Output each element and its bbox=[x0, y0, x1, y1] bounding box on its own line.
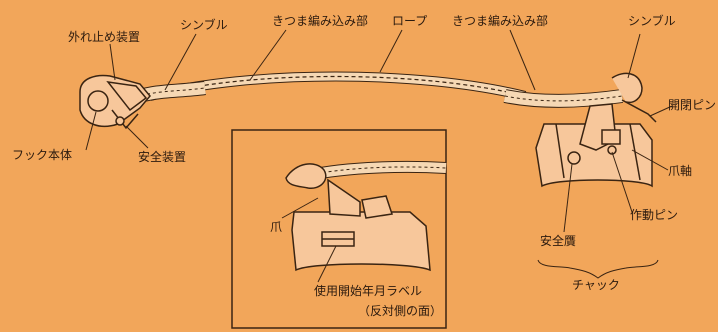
inset-chuck bbox=[285, 163, 431, 272]
label-hook-body: フック本体 bbox=[12, 148, 73, 162]
left-hook bbox=[79, 74, 151, 130]
label-open-close-pin: 開閉ピン bbox=[668, 98, 717, 112]
label-opposite-side: （反対側の面） bbox=[358, 304, 443, 318]
label-claw: 爪 bbox=[270, 220, 283, 234]
label-thimble-right: シンブル bbox=[628, 14, 676, 28]
label-rope: ロープ bbox=[392, 14, 428, 28]
label-thimble-left: シンブル bbox=[180, 18, 228, 32]
label-safety-ring: 安全贋 bbox=[540, 234, 577, 248]
label-splice-left: きつま編み込み部 bbox=[272, 14, 369, 28]
label-operating-pin: 作動ピン bbox=[630, 208, 679, 222]
label-hook-stopper: 外れ止め装置 bbox=[68, 30, 141, 44]
label-start-date-label: 使用開始年月ラベル bbox=[314, 284, 423, 298]
right-chuck bbox=[535, 72, 657, 188]
label-claw-axis: 爪軸 bbox=[668, 164, 693, 178]
right-splice bbox=[503, 89, 623, 108]
label-chuck: チャック bbox=[572, 278, 620, 292]
chuck-bracket bbox=[537, 259, 659, 279]
label-splice-right: きつま編み込み部 bbox=[452, 14, 549, 28]
label-safety-device: 安全装置 bbox=[138, 150, 187, 164]
main-rope bbox=[148, 71, 527, 101]
leader-lines bbox=[85, 29, 673, 283]
